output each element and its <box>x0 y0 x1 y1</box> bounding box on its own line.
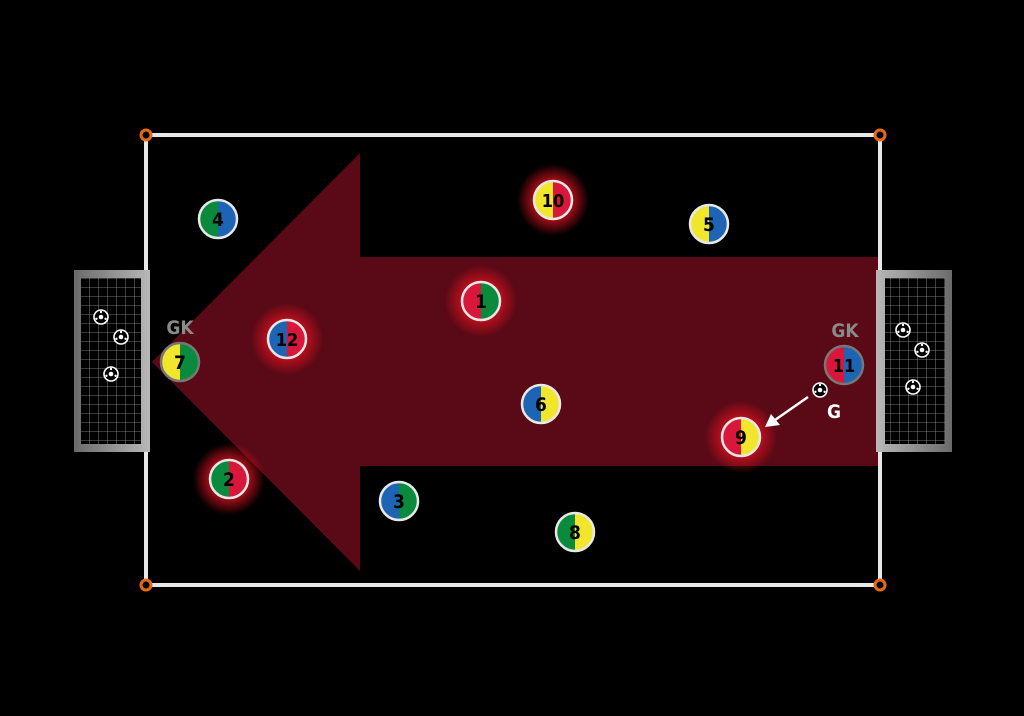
player-left-half <box>210 460 229 498</box>
ball-icon <box>93 309 109 325</box>
player-left-half <box>722 418 741 456</box>
player-12[interactable]: 12 <box>266 318 308 360</box>
ball-icon <box>905 379 921 395</box>
ball-icon <box>103 366 119 382</box>
ball-icon <box>914 342 930 358</box>
player-2[interactable]: 2 <box>208 458 250 500</box>
cone-icon <box>873 578 887 592</box>
cone-icon <box>873 128 887 142</box>
cone-icon <box>139 128 153 142</box>
player-number: 7 <box>174 352 186 374</box>
player-left-half <box>199 200 218 238</box>
player-ring <box>266 318 308 360</box>
player-right-half <box>741 418 760 456</box>
player-10[interactable]: 10 <box>532 179 574 221</box>
player-number: 8 <box>569 522 581 544</box>
right-goal <box>876 270 952 452</box>
player-ring <box>720 416 762 458</box>
player-right-half <box>218 200 237 238</box>
player-4[interactable]: 4 <box>197 198 239 240</box>
player-number: 4 <box>212 209 224 231</box>
player-right-half <box>541 385 560 423</box>
player-ring <box>520 383 562 425</box>
gk-label-left: GK <box>166 317 194 339</box>
player-right-half <box>709 205 728 243</box>
player-3[interactable]: 3 <box>378 480 420 522</box>
player-left-half <box>161 343 180 381</box>
player-7[interactable]: 7 <box>159 341 201 383</box>
player-number: 1 <box>475 291 487 313</box>
corner-cones <box>139 128 887 592</box>
player-number: 12 <box>276 330 299 351</box>
player-ring <box>460 280 502 322</box>
player-right-half <box>575 513 594 551</box>
ball-icon <box>812 382 828 398</box>
pass-label: G <box>827 401 841 423</box>
player-number: 11 <box>833 356 856 377</box>
player-left-half <box>690 205 709 243</box>
player-right-half <box>287 320 306 358</box>
player-left-half <box>825 346 844 384</box>
direction-arrow <box>152 153 880 571</box>
ball-icon <box>113 329 129 345</box>
player-right-half <box>399 482 418 520</box>
player-ring <box>554 511 596 553</box>
player-number: 2 <box>223 469 235 491</box>
player-right-half <box>844 346 863 384</box>
player-right-half <box>481 282 500 320</box>
player-ring <box>378 480 420 522</box>
player-ring <box>532 179 574 221</box>
player-number: 6 <box>535 394 547 416</box>
player-9[interactable]: 9 <box>720 416 762 458</box>
player-left-half <box>380 482 399 520</box>
player-left-half <box>462 282 481 320</box>
player-number: 5 <box>703 214 715 236</box>
pass-arrow <box>765 395 809 427</box>
player-8[interactable]: 8 <box>554 511 596 553</box>
player-6[interactable]: 6 <box>520 383 562 425</box>
player-ring <box>823 344 865 386</box>
player-left-half <box>522 385 541 423</box>
player-number: 9 <box>735 427 747 449</box>
player-ring <box>159 341 201 383</box>
player-ring <box>197 198 239 240</box>
player-left-half <box>556 513 575 551</box>
player-5[interactable]: 5 <box>688 203 730 245</box>
ball-icon <box>895 322 911 338</box>
player-left-half <box>268 320 287 358</box>
players: 4 10 5 1 12 7 11 6 9 2 3 8 <box>159 179 865 553</box>
player-right-half <box>180 343 199 381</box>
player-right-half <box>553 181 572 219</box>
player-number: 10 <box>542 191 565 212</box>
gk-label-right: GK <box>831 320 859 342</box>
player-ring <box>208 458 250 500</box>
player-ring <box>688 203 730 245</box>
player-1[interactable]: 1 <box>460 280 502 322</box>
player-number: 3 <box>393 491 405 513</box>
cone-icon <box>139 578 153 592</box>
player-right-half <box>229 460 248 498</box>
left-goal <box>74 270 150 452</box>
player-11[interactable]: 11 <box>823 344 865 386</box>
player-left-half <box>534 181 553 219</box>
